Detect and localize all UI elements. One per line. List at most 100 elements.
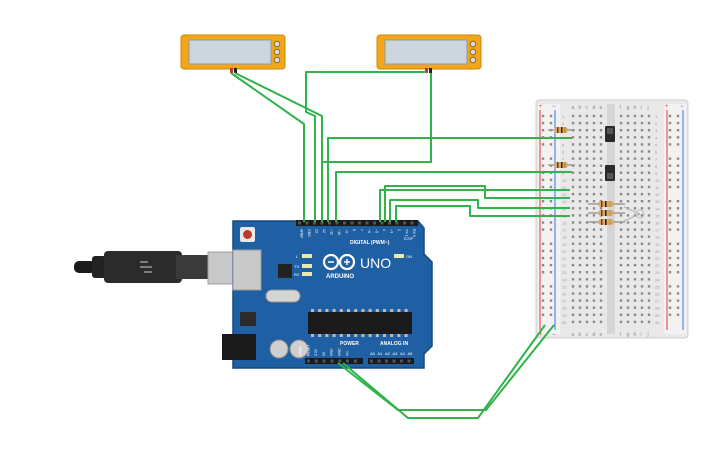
bb-hole[interactable] [647, 171, 651, 174]
bb-hole[interactable] [585, 185, 589, 189]
bb-hole[interactable] [578, 150, 582, 153]
bb-hole[interactable] [619, 157, 623, 160]
bb-hole[interactable] [571, 235, 575, 238]
bb-hole[interactable] [578, 249, 582, 253]
bb-hole[interactable] [571, 271, 575, 274]
bb-hole[interactable] [647, 150, 651, 153]
bb-hole[interactable] [578, 207, 582, 210]
bb-hole[interactable] [647, 214, 651, 217]
rail-hole[interactable] [541, 157, 545, 160]
rail-hole[interactable] [668, 263, 672, 267]
bb-hole[interactable] [592, 249, 596, 253]
bb-hole[interactable] [592, 129, 596, 132]
digital-pin-hole[interactable] [320, 221, 324, 225]
wire-to-bb-4[interactable] [384, 185, 570, 222]
bb-hole[interactable] [619, 178, 623, 182]
rail-hole[interactable] [549, 200, 553, 203]
bb-hole[interactable] [578, 263, 582, 267]
rail-hole[interactable] [676, 200, 680, 203]
bb-hole[interactable] [571, 114, 575, 118]
led[interactable] [623, 206, 645, 222]
rail-hole[interactable] [541, 178, 545, 182]
wire-to-bb-5[interactable] [389, 199, 570, 222]
bb-hole[interactable] [571, 200, 575, 203]
bb-hole[interactable] [640, 263, 644, 267]
rail-hole[interactable] [541, 285, 545, 288]
bb-hole[interactable] [578, 278, 582, 281]
bb-hole[interactable] [578, 200, 582, 203]
bb-hole[interactable] [626, 249, 630, 253]
rail-hole[interactable] [549, 313, 553, 316]
analog-pin-hole[interactable] [385, 359, 388, 363]
digital-pin-hole[interactable] [403, 221, 406, 225]
wire-lcd2-a[interactable] [305, 71, 426, 222]
bb-hole[interactable] [585, 136, 589, 139]
rail-hole[interactable] [668, 136, 672, 139]
slide-switch-1[interactable] [605, 126, 615, 142]
bb-hole[interactable] [599, 313, 603, 316]
bb-hole[interactable] [585, 242, 589, 245]
rail-hole[interactable] [676, 129, 680, 132]
bb-hole[interactable] [633, 306, 637, 309]
bb-hole[interactable] [585, 150, 589, 153]
bb-hole[interactable] [626, 185, 630, 189]
rail-hole[interactable] [668, 285, 672, 288]
bb-hole[interactable] [619, 185, 623, 189]
bb-hole[interactable] [633, 150, 637, 153]
bb-hole[interactable] [626, 285, 630, 288]
digital-pin-hole[interactable] [410, 221, 414, 225]
rail-hole[interactable] [676, 263, 680, 267]
bb-hole[interactable] [585, 320, 589, 324]
rail-hole[interactable] [549, 292, 553, 295]
bb-hole[interactable] [626, 157, 630, 160]
rail-hole[interactable] [541, 256, 545, 260]
resistor-3[interactable] [588, 201, 625, 207]
bb-hole[interactable] [592, 143, 596, 146]
analog-pin-hole[interactable] [377, 359, 381, 363]
rail-hole[interactable] [668, 299, 672, 302]
digital-pin-hole[interactable] [305, 221, 309, 225]
wires[interactable] [230, 71, 572, 419]
bb-hole[interactable] [578, 320, 582, 324]
bb-hole[interactable] [633, 256, 637, 260]
bb-hole[interactable] [592, 313, 596, 316]
bb-hole[interactable] [626, 263, 630, 267]
bb-hole[interactable] [585, 271, 589, 274]
bb-hole[interactable] [619, 299, 623, 302]
bb-hole[interactable] [585, 192, 589, 196]
bb-hole[interactable] [585, 114, 589, 118]
bb-hole[interactable] [585, 207, 589, 210]
digital-pin-hole[interactable] [365, 221, 369, 225]
bb-hole[interactable] [578, 185, 582, 189]
bb-hole[interactable] [633, 228, 637, 231]
rail-hole[interactable] [541, 306, 545, 309]
bb-hole[interactable] [619, 256, 623, 260]
bb-hole[interactable] [619, 192, 623, 196]
bb-hole[interactable] [571, 292, 575, 295]
bb-hole[interactable] [571, 221, 575, 224]
bb-hole[interactable] [585, 263, 589, 267]
bb-hole[interactable] [640, 228, 644, 231]
bb-hole[interactable] [640, 150, 644, 153]
bb-hole[interactable] [640, 299, 644, 302]
rail-hole[interactable] [541, 249, 545, 253]
bb-hole[interactable] [619, 214, 623, 217]
power-pin-hole[interactable] [307, 359, 310, 363]
bb-hole[interactable] [571, 285, 575, 288]
bb-hole[interactable] [633, 214, 637, 217]
bb-hole[interactable] [592, 242, 596, 245]
rail-hole[interactable] [676, 214, 680, 217]
rail-hole[interactable] [676, 299, 680, 302]
bb-hole[interactable] [633, 271, 637, 274]
bb-hole[interactable] [647, 129, 651, 132]
bb-hole[interactable] [633, 235, 637, 238]
rail-hole[interactable] [549, 143, 553, 146]
wire-lcd1-a[interactable] [230, 72, 305, 222]
bb-hole[interactable] [633, 313, 637, 316]
bb-hole[interactable] [578, 178, 582, 182]
bb-hole[interactable] [647, 143, 651, 146]
bb-hole[interactable] [571, 121, 575, 125]
rail-hole[interactable] [668, 171, 672, 174]
bb-hole[interactable] [640, 121, 644, 125]
resistor-5[interactable] [588, 219, 625, 225]
